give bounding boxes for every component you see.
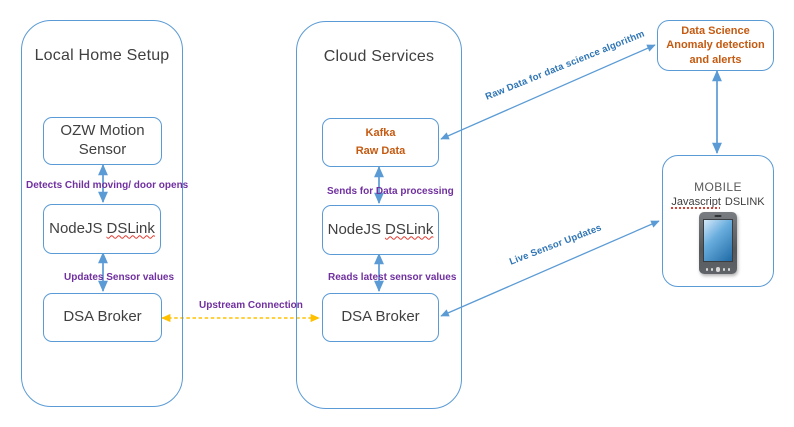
data-science-line3: and alerts [689,53,742,66]
cloud-services-title: Cloud Services [323,48,435,65]
kafka-line2: Raw Data [355,144,406,157]
kafka-raw-data-node: Kafka Raw Data [322,118,439,167]
label-updates-sensor-values: Updates Sensor values [64,272,175,283]
label-detects-child-moving: Detects Child moving/ door opens [26,180,189,191]
dsa-broker-cloud-node: DSA Broker [322,293,439,342]
arrow-live-sensor-updates [440,220,660,317]
mobile-title: MOBILE [694,180,742,194]
local-home-setup-container: Local Home Setup [21,20,183,407]
phone-speaker-slot [714,214,722,217]
phone-buttons [699,267,737,272]
local-home-setup-title: Local Home Setup [34,47,170,64]
ozw-motion-sensor-node: OZW Motion Sensor [43,117,162,165]
cloud-services-container: Cloud Services [296,21,462,409]
label-reads-latest-sensor-values: Reads latest sensor values [328,272,457,283]
arrow-raw-data-to-datascience [440,44,656,140]
dsa-broker-local-node: DSA Broker [43,293,162,342]
data-science-line2: Anomaly detection [666,39,765,52]
data-science-node: Data Science Anomaly detection and alert… [657,20,774,71]
kafka-line1: Kafka [365,126,396,139]
label-upstream-connection: Upstream Connection [199,300,303,311]
ozw-line1: OZW Motion [60,122,145,140]
phone-screen [703,219,733,262]
smartphone-icon [699,212,737,274]
data-science-line1: Data Science [681,25,750,38]
label-sends-for-data-processing: Sends for Data processing [327,186,454,197]
ozw-line2: Sensor [78,141,127,158]
